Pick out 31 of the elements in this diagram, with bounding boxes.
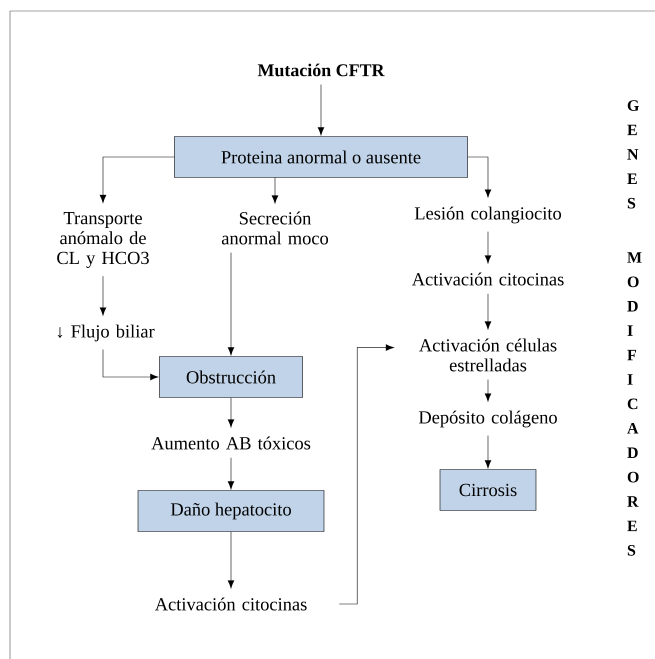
step-label: ↓ Flujo biliar <box>58 324 154 342</box>
arrow <box>484 435 492 468</box>
arrow <box>228 532 234 588</box>
step-label: Activación células estrelladas <box>419 338 556 372</box>
arrow <box>228 457 234 490</box>
arrow <box>484 293 492 330</box>
arrow <box>100 156 174 203</box>
arrow <box>228 398 234 428</box>
process-box: Obstrucción <box>159 356 303 398</box>
step-label: Depósito colágeno <box>418 410 557 428</box>
arrow <box>318 84 324 136</box>
arrow <box>102 349 158 380</box>
arrow <box>484 231 492 264</box>
process-box: Daño hepatocito <box>138 490 324 532</box>
arrow <box>484 379 492 402</box>
step-label: Transporte anómalo de CL y HCO3 <box>57 212 149 268</box>
vertical-label: GENES <box>627 100 639 209</box>
process-box: Proteina anormal o ausente <box>174 136 468 178</box>
arrow <box>272 178 278 204</box>
vertical-label: MODIFICADORES <box>627 252 642 556</box>
step-label: Secreción anormal moco <box>222 212 328 244</box>
process-box: Cirrosis <box>440 469 536 511</box>
arrow <box>468 156 492 198</box>
step-label: Lesión colangiocito <box>414 206 562 224</box>
arrow <box>100 276 106 316</box>
arrow <box>228 252 234 356</box>
step-label: Activación citocinas <box>154 598 307 610</box>
arrow <box>338 344 394 604</box>
start-label: Mutación CFTR <box>258 64 385 76</box>
step-label: Aumento AB tóxicos <box>151 436 310 450</box>
step-label: Activación citocinas <box>412 272 564 286</box>
